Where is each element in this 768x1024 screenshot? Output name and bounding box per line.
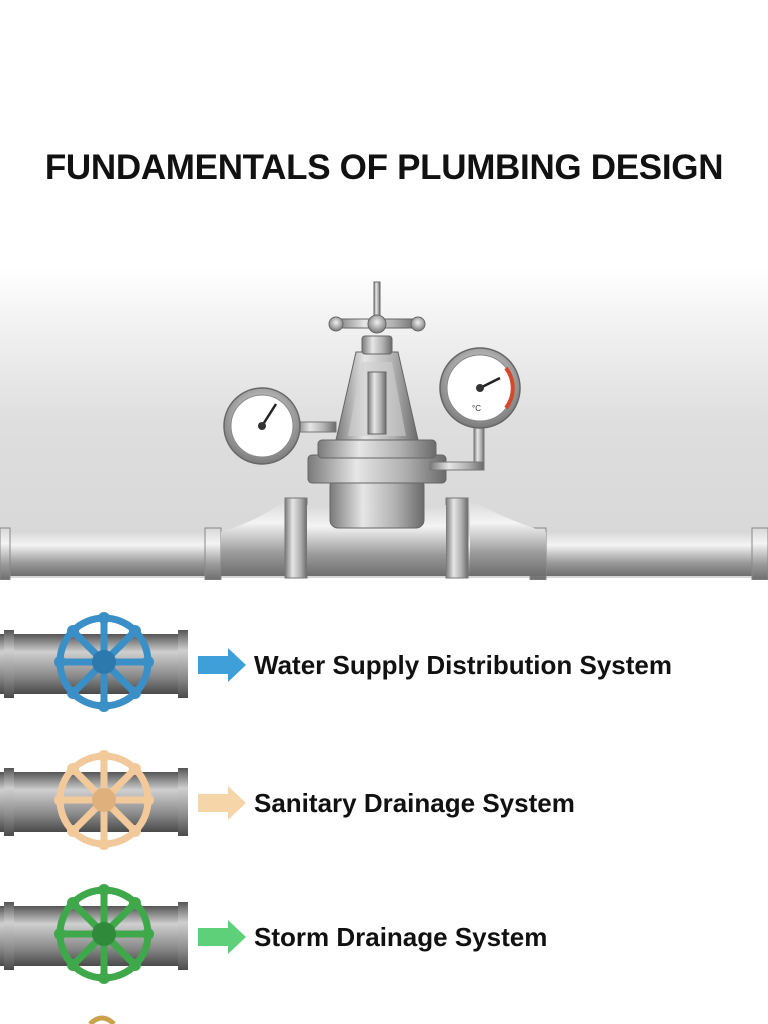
arrow-icon (198, 648, 246, 682)
system-label: Storm Drainage System (254, 922, 548, 952)
arrow-icon (198, 920, 246, 954)
pressure-gauge-icon (223, 387, 337, 465)
system-row-sanitary-drainage: Sanitary Drainage System (0, 746, 768, 856)
system-row-storm-drainage: Storm Drainage System (0, 880, 768, 990)
partial-valve-wheel-icon (88, 1015, 116, 1024)
blue-valve-wheel-icon (0, 612, 246, 712)
arrow-icon (198, 786, 246, 820)
page-title: FUNDAMENTALS OF PLUMBING DESIGN (44, 148, 724, 187)
system-row-water-supply: Water Supply Distribution System (0, 608, 768, 718)
green-valve-wheel-icon (0, 884, 246, 984)
hero-valve-illustration: °C (0, 281, 768, 580)
thermometer-gauge-icon: °C (429, 347, 521, 471)
thermometer-unit-label: °C (472, 404, 481, 413)
tan-valve-wheel-icon (0, 750, 246, 850)
system-label: Sanitary Drainage System (254, 788, 575, 818)
valve-handle-icon (307, 281, 447, 529)
system-label: Water Supply Distribution System (254, 650, 672, 680)
